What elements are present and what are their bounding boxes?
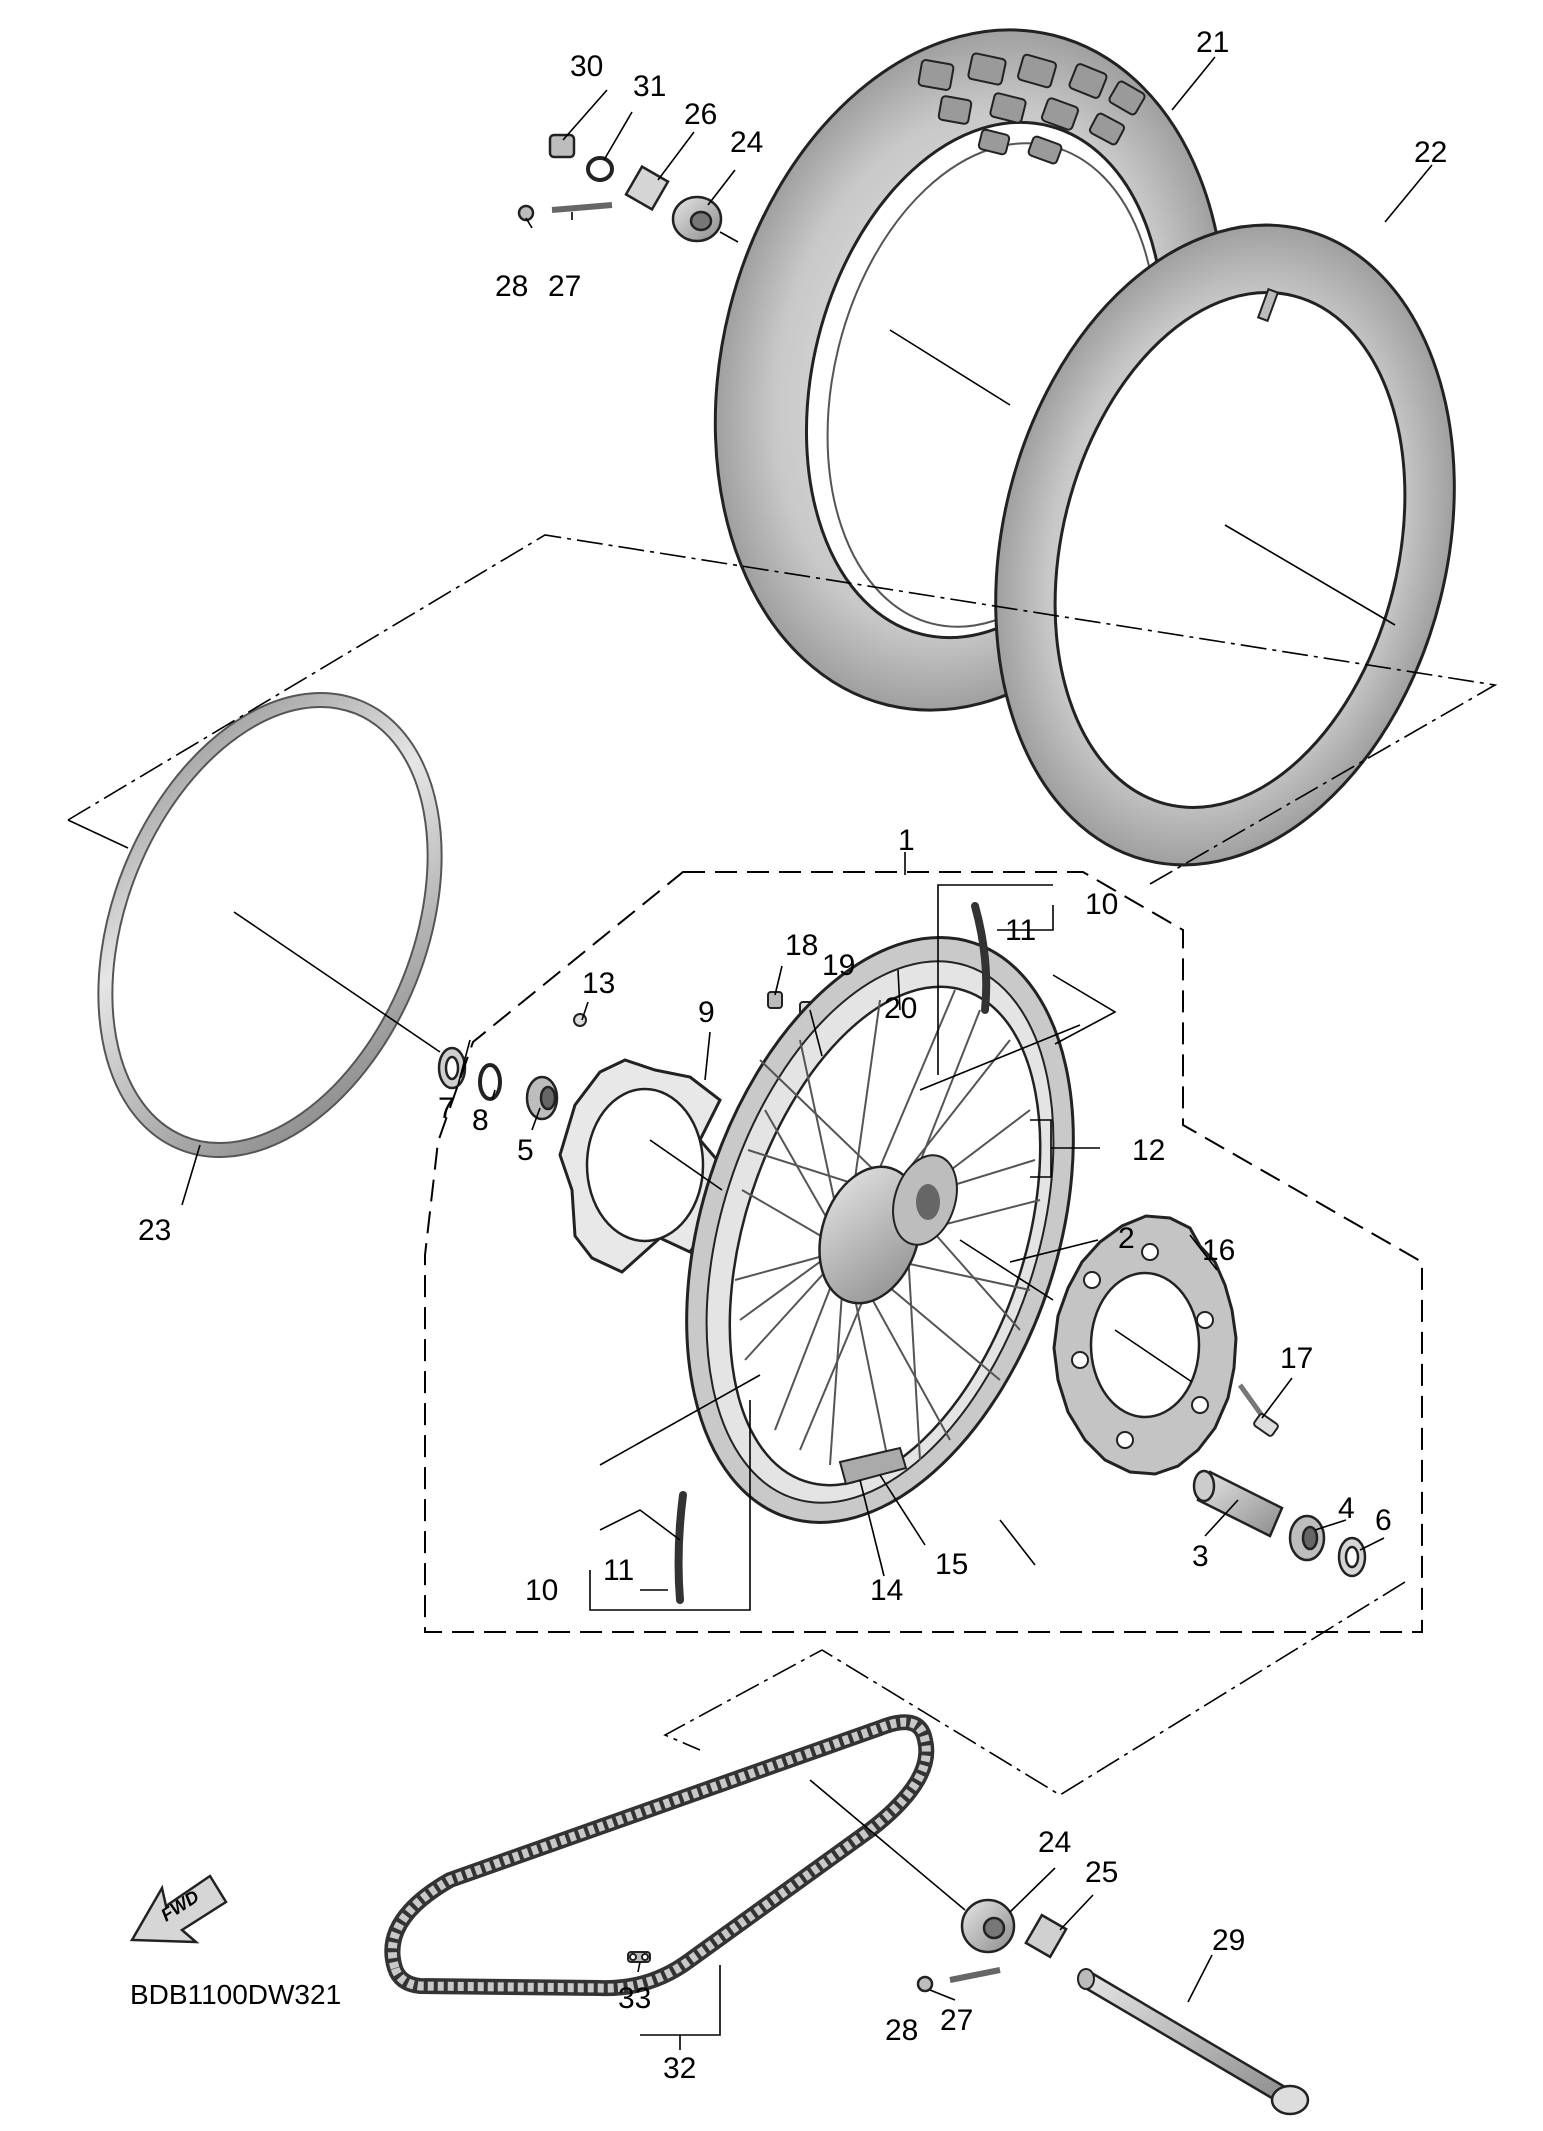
callout-14: 14: [870, 1574, 903, 1607]
callout-25: 25: [1085, 1856, 1118, 1889]
right-axle-parts: [1192, 1469, 1367, 1578]
callout-13: 13: [582, 967, 615, 1000]
callout-23: 23: [138, 1214, 171, 1247]
callout-4: 4: [1338, 1492, 1355, 1525]
callout-29: 29: [1212, 1924, 1245, 1957]
callout-30: 30: [570, 50, 603, 83]
callout-17: 17: [1280, 1342, 1313, 1375]
inner-tube: [994, 223, 1456, 867]
rim-band: [97, 691, 443, 1159]
callout-22: 22: [1414, 136, 1447, 169]
master-link: [627, 1951, 651, 1963]
leader-polygon-upper: [67, 534, 1498, 885]
fwd-arrow-icon: FWD: [129, 1874, 228, 1944]
callout-28-lower: 28: [885, 2014, 918, 2047]
callout-11-lower: 11: [603, 1554, 634, 1587]
leader-polygon-right: [1052, 974, 1117, 1045]
callout-32: 32: [663, 2052, 696, 2085]
callout-9: 9: [698, 996, 715, 1029]
callout-20: 20: [884, 992, 917, 1025]
leader-polygon-mid: [599, 1509, 681, 1541]
left-bearing-set: [437, 1046, 559, 1121]
upper-hardware: [517, 133, 723, 243]
callout-12: 12: [1132, 1134, 1165, 1167]
leader-polygon-lower: [663, 1581, 1406, 1796]
drive-chain: [384, 1714, 935, 1997]
callout-5: 5: [517, 1134, 534, 1167]
callout-24-upper: 24: [730, 126, 763, 159]
rear-axle: [1077, 1968, 1310, 2116]
callout-10-lower: 10: [525, 1574, 558, 1607]
callout-26: 26: [684, 98, 717, 131]
brake-disc: [558, 1058, 732, 1274]
callout-numbers: 1 2 3 4 5 6 7 8 9 10 11 12 13 14 15 16 1…: [130, 26, 1447, 2085]
callout-11-upper: 11: [1005, 914, 1036, 947]
callout-24-lower: 24: [1038, 1826, 1071, 1859]
diagram-code: BDB1100DW321: [130, 1979, 341, 2010]
callout-33: 33: [618, 1982, 651, 2015]
callout-2: 2: [1118, 1222, 1135, 1255]
callout-19: 19: [822, 949, 855, 982]
callout-8: 8: [472, 1104, 489, 1137]
leader-lines: [181, 56, 1433, 2050]
rear-sprocket: [1052, 1214, 1238, 1476]
callout-3: 3: [1192, 1540, 1209, 1573]
callout-7: 7: [438, 1092, 455, 1125]
callout-6: 6: [1375, 1504, 1392, 1537]
callout-1: 1: [898, 824, 915, 857]
sprocket-bolt: [1237, 1383, 1279, 1437]
callout-27-lower: 27: [940, 2004, 973, 2037]
assembly-boundary: [424, 871, 1423, 1633]
callout-16: 16: [1202, 1234, 1235, 1267]
lower-hardware: [916, 1898, 1068, 1993]
callout-15: 15: [935, 1548, 968, 1581]
callout-28-upper: 28: [495, 270, 528, 303]
callout-10-upper: 10: [1085, 888, 1118, 921]
callout-18: 18: [785, 929, 818, 962]
callout-31: 31: [633, 70, 666, 103]
wheel-assembly: [685, 936, 1075, 1524]
callout-27-upper: 27: [548, 270, 581, 303]
callout-21: 21: [1196, 26, 1229, 59]
spoke-pieces: [674, 902, 991, 1604]
